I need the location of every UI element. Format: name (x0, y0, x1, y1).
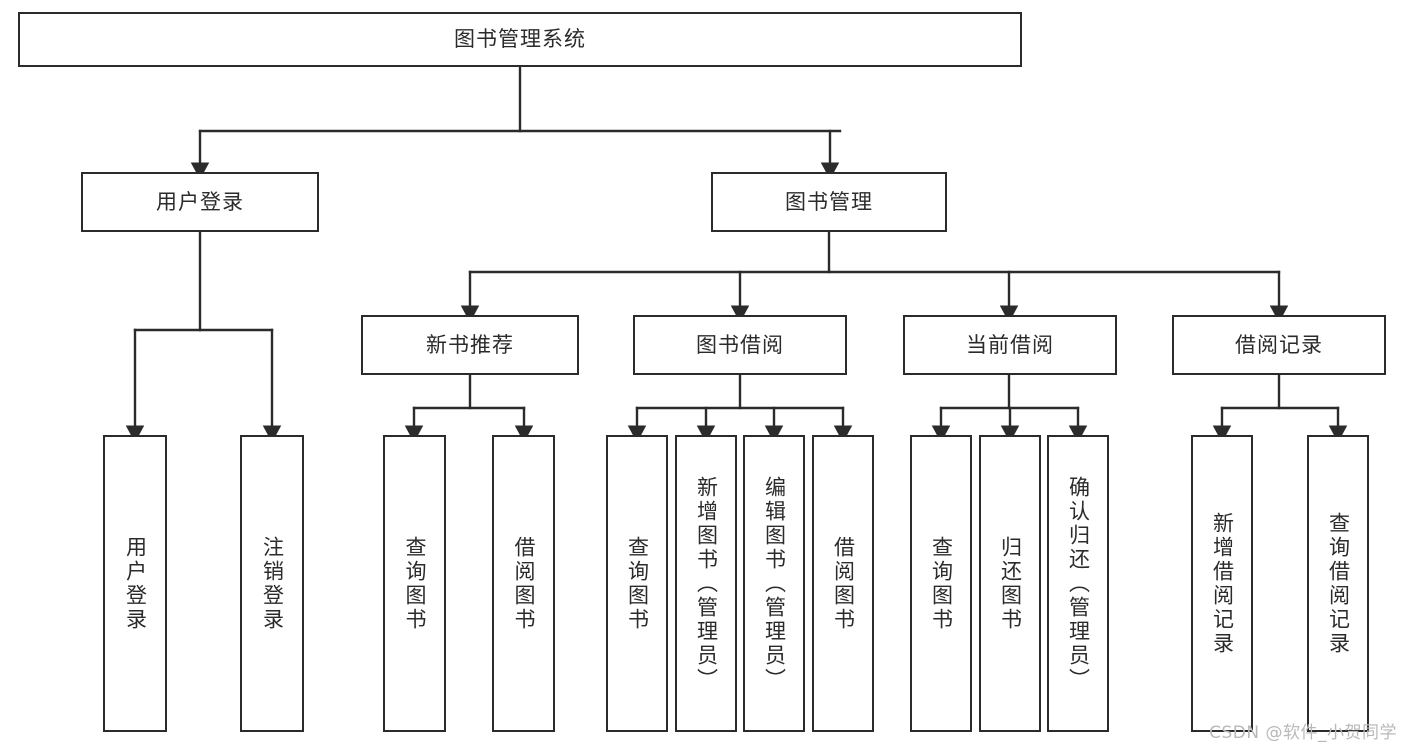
node-leaf-confirm-return-label: 确认归还（管理员） (1066, 475, 1091, 692)
node-leaf-return-book[interactable]: 归还图书 (979, 435, 1041, 732)
node-leaf-query-book-3[interactable]: 查询图书 (910, 435, 972, 732)
node-current-borrow-label: 当前借阅 (966, 332, 1054, 357)
node-book-manage-label: 图书管理 (785, 189, 873, 214)
node-leaf-add-book-label: 新增图书（管理员） (694, 475, 719, 692)
node-current-borrow[interactable]: 当前借阅 (903, 315, 1117, 375)
node-leaf-return-book-label: 归还图书 (998, 535, 1023, 632)
node-borrow-record-label: 借阅记录 (1235, 332, 1323, 357)
node-leaf-edit-book[interactable]: 编辑图书（管理员） (743, 435, 805, 732)
node-book-borrow[interactable]: 图书借阅 (633, 315, 847, 375)
node-borrow-record[interactable]: 借阅记录 (1172, 315, 1386, 375)
node-leaf-query-book-3-label: 查询图书 (929, 535, 954, 632)
node-leaf-borrow-book-2[interactable]: 借阅图书 (812, 435, 874, 732)
node-leaf-borrow-book-1-label: 借阅图书 (512, 535, 536, 632)
node-book-borrow-label: 图书借阅 (696, 332, 784, 357)
node-leaf-borrow-book-2-label: 借阅图书 (831, 535, 856, 632)
node-leaf-user-login[interactable]: 用户登录 (103, 435, 167, 732)
node-user-login[interactable]: 用户登录 (81, 172, 319, 232)
node-leaf-user-login-label: 用户登录 (123, 535, 148, 632)
node-leaf-query-record[interactable]: 查询借阅记录 (1307, 435, 1369, 732)
node-leaf-edit-book-label: 编辑图书（管理员） (762, 475, 787, 692)
node-leaf-query-book-1-label: 查询图书 (403, 535, 427, 632)
node-book-manage[interactable]: 图书管理 (711, 172, 947, 232)
node-leaf-query-book-1[interactable]: 查询图书 (383, 435, 446, 732)
node-leaf-logout-label: 注销登录 (260, 535, 285, 632)
node-leaf-query-book-2[interactable]: 查询图书 (606, 435, 668, 732)
node-root[interactable]: 图书管理系统 (18, 12, 1022, 67)
node-leaf-add-book[interactable]: 新增图书（管理员） (675, 435, 737, 732)
node-leaf-query-book-2-label: 查询图书 (625, 535, 650, 632)
node-leaf-confirm-return[interactable]: 确认归还（管理员） (1047, 435, 1109, 732)
node-leaf-logout[interactable]: 注销登录 (240, 435, 304, 732)
node-leaf-add-record[interactable]: 新增借阅记录 (1191, 435, 1253, 732)
node-new-book-rec-label: 新书推荐 (426, 332, 514, 357)
node-leaf-add-record-label: 新增借阅记录 (1210, 511, 1235, 656)
node-user-login-label: 用户登录 (156, 189, 244, 214)
node-leaf-borrow-book-1[interactable]: 借阅图书 (492, 435, 555, 732)
node-leaf-query-record-label: 查询借阅记录 (1326, 511, 1351, 656)
node-new-book-rec[interactable]: 新书推荐 (361, 315, 579, 375)
csdn-watermark: CSDN @软件_小贺同学 (1209, 723, 1397, 743)
node-root-label: 图书管理系统 (454, 27, 586, 52)
